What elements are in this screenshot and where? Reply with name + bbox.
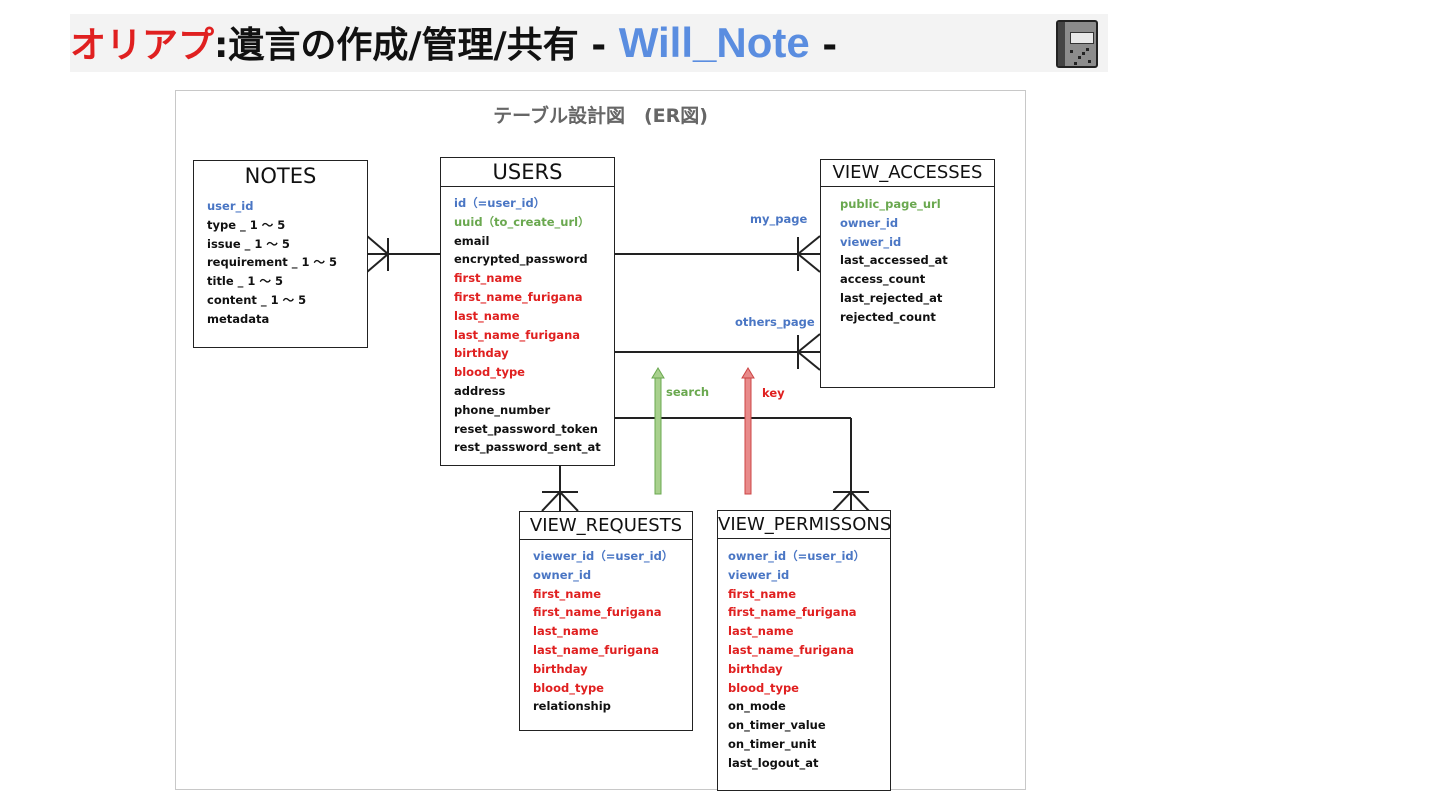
relation-label-search: search [666,385,710,399]
entity-fields: user_id type _ 1 ～ 5 issue _ 1 ～ 5 requi… [194,191,367,329]
field: uuid（to_create_url） [454,214,590,229]
field: birthday [454,346,509,361]
field: title _ 1 ～ 5 [207,274,283,289]
entity-view-requests: VIEW_REQUESTS viewer_id（=user_id） owner_… [519,511,693,731]
entity-fields: id（=user_id） uuid（to_create_url） email e… [441,187,614,457]
field: owner_id（=user_id） [728,549,866,563]
field: first_name_furigana [533,605,662,620]
field: first_name [454,271,523,286]
entity-name: VIEW_ACCESSES [821,160,994,187]
field: blood_type [533,680,604,695]
entity-view-permissons: VIEW_PERMISSONS owner_id（=user_id） viewe… [717,510,891,791]
field: owner_id [533,567,592,582]
entity-fields: public_page_url owner_id viewer_id last_… [821,187,994,327]
field: metadata [207,311,270,326]
diagram-title: テーブル設計図 (ER図) [493,105,708,127]
field: reset_password_token [454,421,598,436]
field: last_name_furigana [454,327,581,342]
field: content _ 1 ～ 5 [207,292,307,307]
search-arrow [651,367,665,495]
field: on_mode [728,699,786,714]
subtitle: :遺言の作成/管理/共有 - [214,25,619,66]
relation-lines [366,235,870,512]
entity-users: USERS id（=user_id） uuid（to_create_url） e… [440,157,615,466]
field: last_rejected_at [840,290,943,305]
field: viewer_id [728,567,790,582]
notebook-icon [1056,20,1098,68]
field: on_timer_value [728,718,826,733]
field: id（=user_id） [454,196,546,210]
relation-label-key: key [762,386,785,400]
field: viewer_id [840,234,902,249]
field: rejected_count [840,309,936,324]
field: birthday [728,661,783,676]
field: first_name_furigana [728,605,857,620]
field: blood_type [454,365,525,380]
field: birthday [533,661,588,676]
field: encrypted_password [454,252,588,267]
page-title: オリアプ:遺言の作成/管理/共有 - Will_Note - [70,14,1108,72]
field: last_name [728,624,794,639]
app-name: オリアプ [70,25,215,66]
field: address [454,383,506,398]
field: last_logout_at [728,755,819,770]
field: rest_password_sent_at [454,440,601,455]
relation-label-my-page: my_page [750,212,808,226]
field: first_name_furigana [454,289,583,304]
field: type _ 1 ～ 5 [207,217,286,232]
field: blood_type [728,680,799,695]
title-suffix: - [809,25,838,66]
entity-name: VIEW_REQUESTS [520,512,692,540]
entity-view-accesses: VIEW_ACCESSES public_page_url owner_id v… [820,159,995,388]
key-arrow [741,367,755,495]
relation-label-others-page: others_page [735,315,815,329]
field: relationship [533,699,611,714]
field: last_accessed_at [840,253,948,268]
field: first_name [728,586,797,601]
field: email [454,233,490,248]
field: viewer_id（=user_id） [533,549,674,563]
product-name: Will_Note [618,19,810,66]
er-diagram: テーブル設計図 (ER図) NOTES user_id type _ 1 ～ 5… [175,90,1026,791]
field: phone_number [454,402,551,417]
entity-name: NOTES [244,164,317,188]
entity-name: VIEW_PERMISSONS [718,511,891,539]
entity-notes: NOTES user_id type _ 1 ～ 5 issue _ 1 ～ 5… [193,160,368,348]
field: issue _ 1 ～ 5 [207,236,290,251]
entity-fields: owner_id（=user_id） viewer_id first_name … [718,539,890,773]
field: first_name [533,586,602,601]
field: public_page_url [840,197,941,211]
field: last_name [533,624,599,639]
field: owner_id [840,215,899,230]
entity-fields: viewer_id（=user_id） owner_id first_name … [520,540,692,716]
field: last_name_furigana [533,642,660,657]
field: on_timer_unit [728,736,817,751]
field: last_name_furigana [728,642,855,657]
field: last_name [454,308,520,323]
entity-name: USERS [441,158,614,187]
field: requirement _ 1 ～ 5 [207,255,338,270]
field: user_id [207,199,254,213]
field: access_count [840,272,926,287]
